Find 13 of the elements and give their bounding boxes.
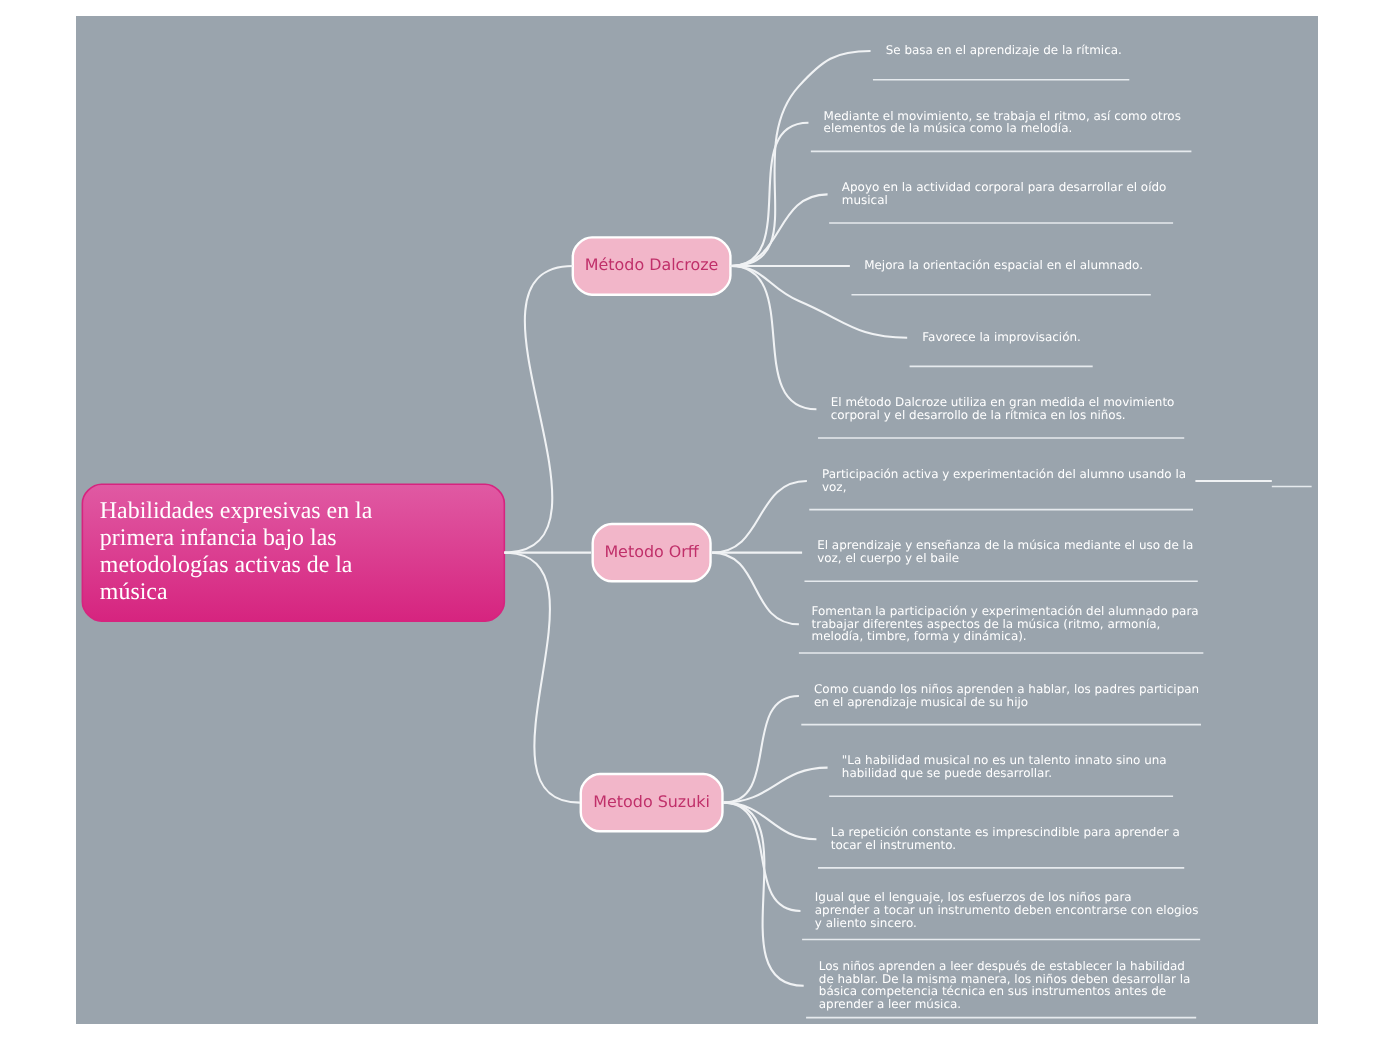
node-box: Metodo Suzuki: [578, 772, 723, 833]
node-line: [1270, 485, 1312, 488]
connector: [503, 265, 572, 554]
connector: [503, 551, 580, 804]
node-box: Método Dalcroze: [570, 236, 731, 296]
connector: [729, 265, 816, 411]
connector: [1194, 479, 1271, 483]
node-box: Habilidades expresivas en la primera infancia bajo las metodologías activas de la música: [80, 483, 505, 622]
connector: [722, 801, 803, 987]
connector: [711, 479, 806, 554]
connector: [711, 551, 799, 626]
node-box: Metodo Orff: [590, 522, 711, 583]
connector: [722, 766, 827, 804]
